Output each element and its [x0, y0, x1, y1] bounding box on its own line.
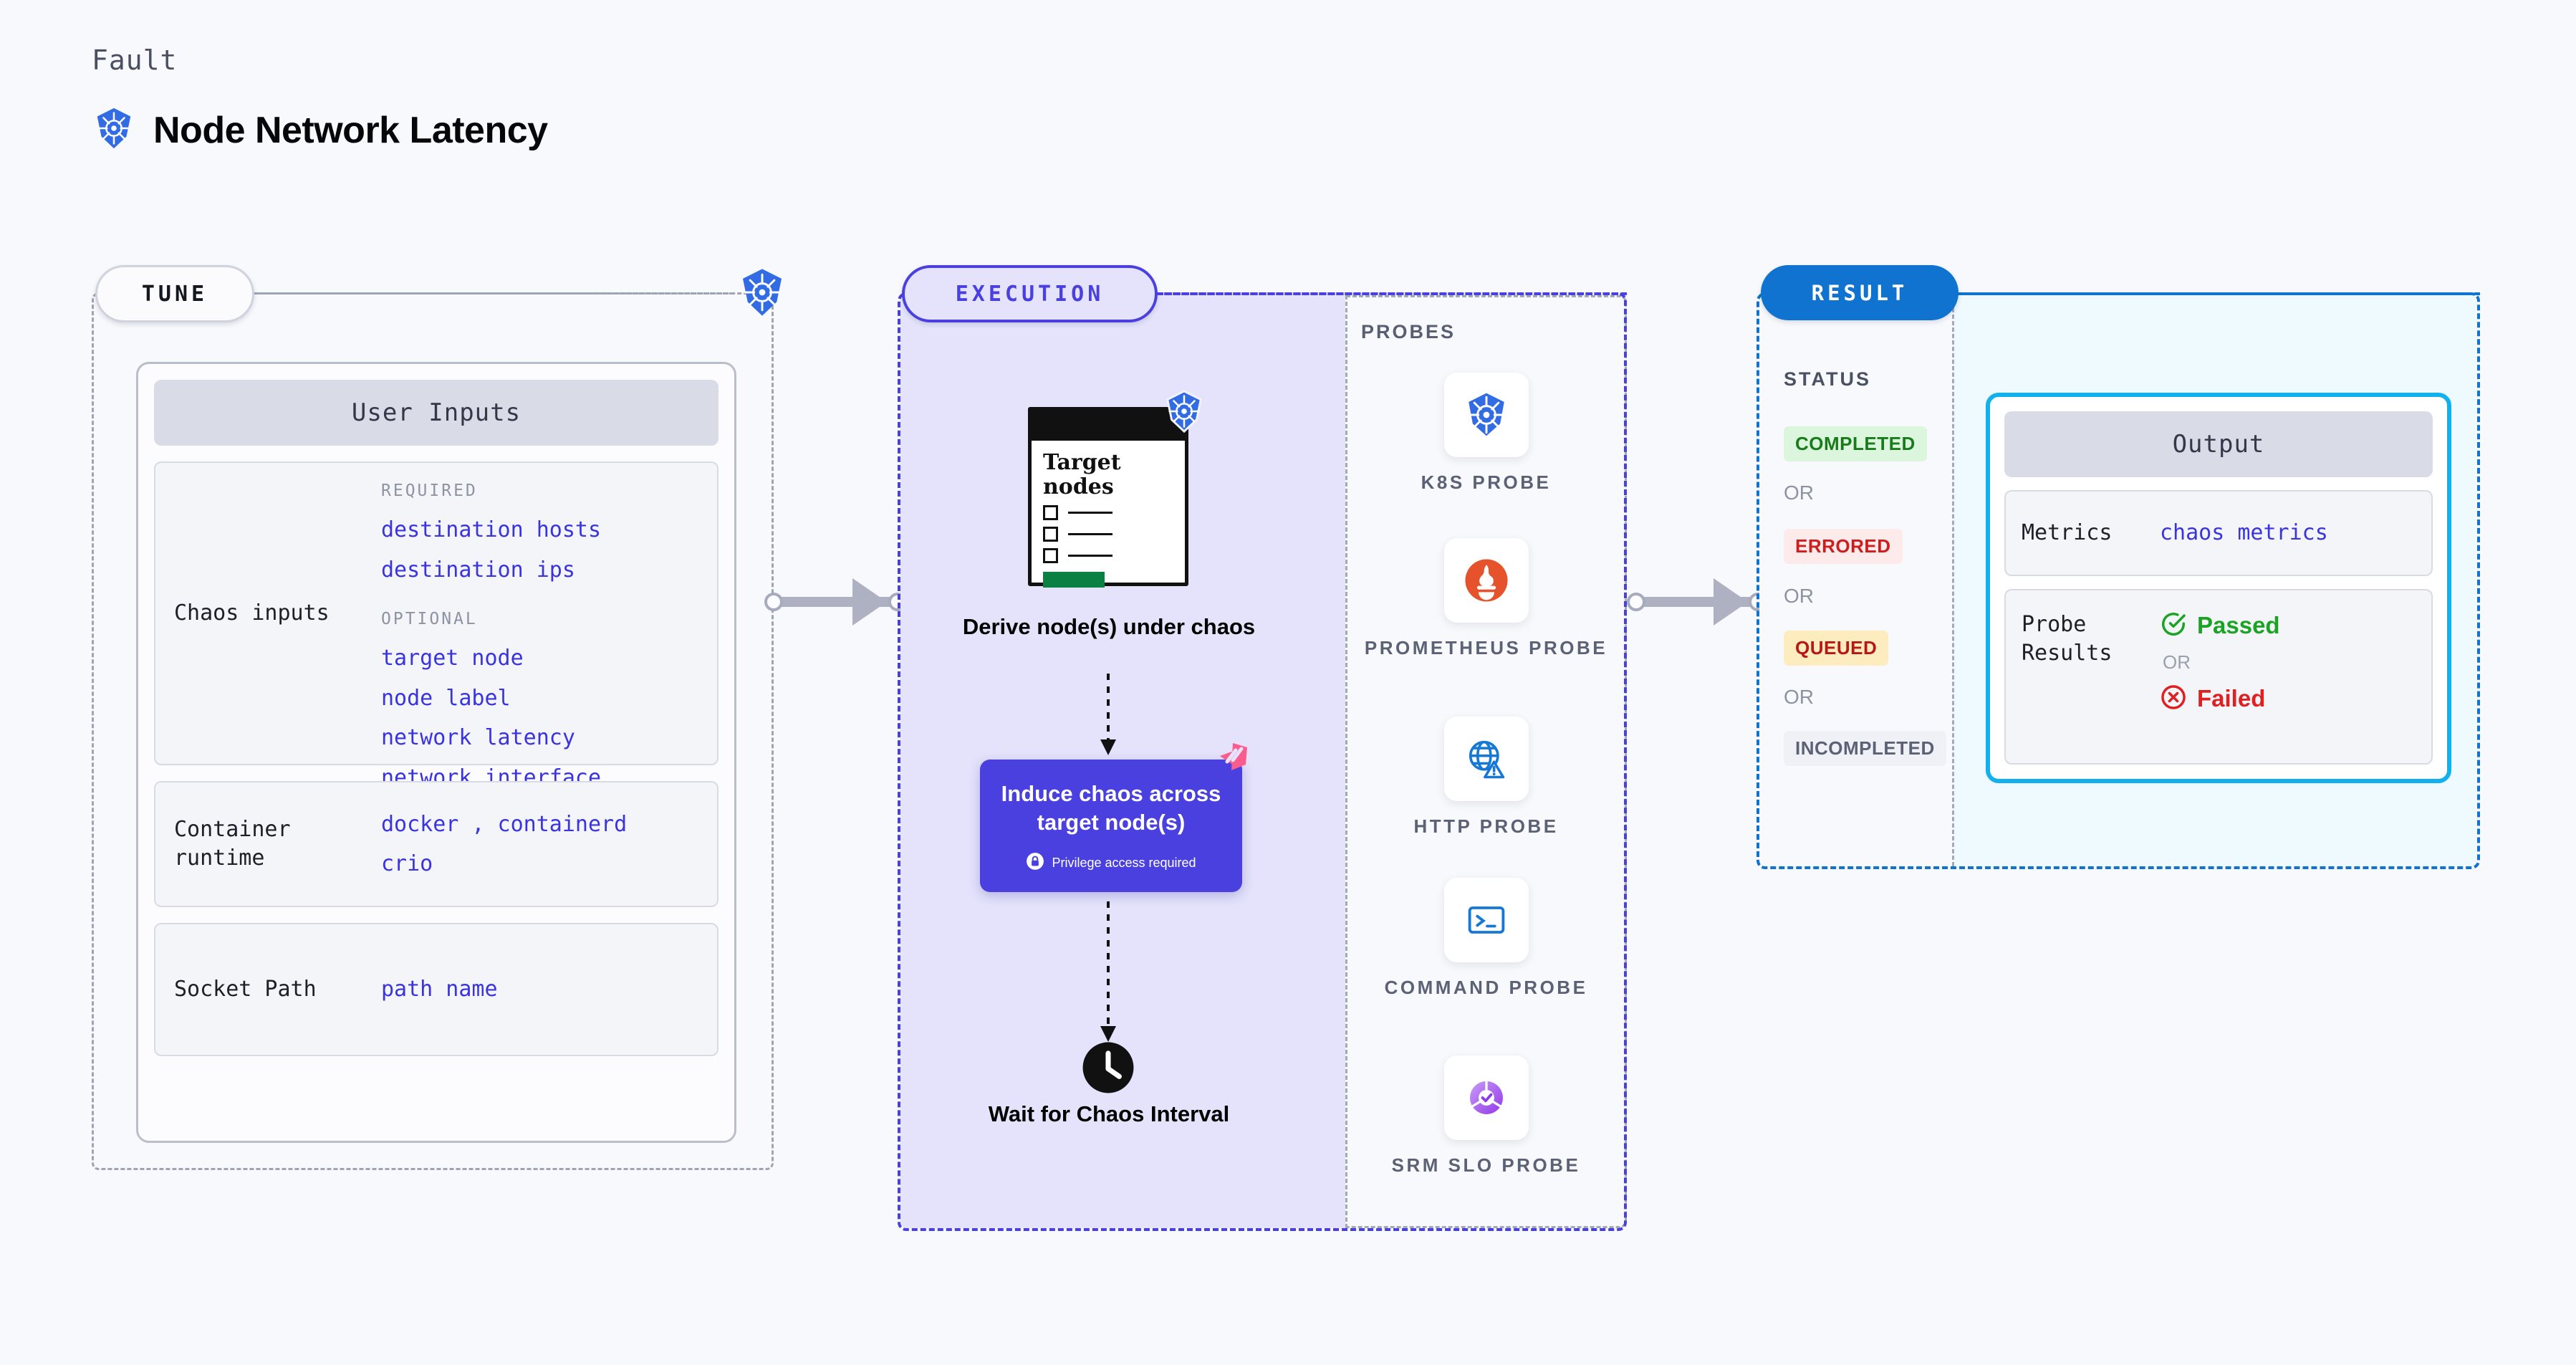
optional-group-title: OPTIONAL: [381, 610, 478, 628]
lock-icon: [1026, 852, 1044, 874]
card-titlebar: [1032, 411, 1185, 441]
line-placeholder: [1068, 512, 1112, 514]
socket-path-section: Socket Path path name: [154, 923, 719, 1056]
status-title: STATUS: [1784, 368, 1871, 390]
status-badge-completed: COMPLETED: [1784, 426, 1927, 461]
page-header: Fault Node Network Latency: [92, 44, 548, 154]
probe-label: K8S PROBE: [1421, 471, 1552, 493]
harness-logo-icon: [1211, 740, 1251, 784]
chaos-inputs-section: Chaos inputs REQUIRED destination hosts …: [154, 461, 719, 790]
target-nodes-card: Target nodes: [1028, 390, 1202, 588]
induce-chaos-caption: Induce chaos across target node(s): [1001, 781, 1221, 835]
metrics-value[interactable]: chaos metrics: [2160, 520, 2328, 545]
or-label: OR: [2163, 651, 2191, 673]
status-badge-queued: QUEUED: [1784, 631, 1889, 666]
output-card-title: Output: [2004, 411, 2433, 477]
checklist-item: [1043, 548, 1173, 564]
probe-result-failed: Failed: [2160, 684, 2280, 714]
probe-srm-slo[interactable]: SRM SLO PROBE: [1345, 1055, 1627, 1178]
x-circle-icon: [2160, 684, 2187, 714]
kubernetes-icon: [92, 106, 136, 154]
container-runtime-section: Container runtime docker , containerd cr…: [154, 781, 719, 907]
probes-title: PROBES: [1361, 321, 1456, 343]
page-title: Node Network Latency: [153, 109, 548, 151]
probe-http[interactable]: HTTP PROBE: [1345, 717, 1627, 839]
checklist-item: [1043, 527, 1173, 542]
eyebrow-label: Fault: [92, 44, 178, 76]
probe-label: SRM SLO PROBE: [1391, 1154, 1581, 1176]
result-header-dash: [1959, 292, 2480, 295]
checklist-item: [1043, 505, 1173, 521]
flow-arrow-down: [1100, 901, 1116, 1042]
container-runtime-label: Container runtime: [174, 816, 291, 871]
checkbox-icon: [1043, 548, 1058, 564]
status-badge-incompleted: INCOMPLETED: [1784, 731, 1946, 766]
derive-nodes-caption: Derive node(s) under chaos: [962, 614, 1256, 639]
probe-k8s[interactable]: K8S PROBE: [1345, 373, 1627, 495]
tune-pill[interactable]: TUNE: [95, 265, 254, 322]
probe-results-row: Probe Results Passed OR: [2004, 588, 2433, 765]
induce-chaos-step: Induce chaos across target node(s) Privi…: [980, 743, 1247, 892]
probe-label: HTTP PROBE: [1413, 815, 1559, 837]
line-placeholder: [1068, 533, 1112, 536]
progress-bar: [1043, 572, 1105, 588]
or-label: OR: [1784, 585, 1814, 607]
probe-command[interactable]: COMMAND PROBE: [1345, 878, 1627, 1000]
kubernetes-icon: [1162, 389, 1206, 437]
socket-path-label: Socket Path: [174, 976, 317, 1002]
probe-label: PROMETHEUS PROBE: [1364, 637, 1608, 658]
clock-icon: [1082, 1041, 1135, 1098]
tune-header-dash: [256, 292, 734, 294]
flow-arrow-down: [1100, 674, 1116, 755]
status-badge-errored: ERRORED: [1784, 529, 1903, 564]
terminal-icon: [1443, 878, 1529, 962]
check-circle-icon: [2160, 610, 2187, 641]
runtime-crio[interactable]: crio: [381, 851, 433, 876]
privilege-note-text: Privilege access required: [1052, 856, 1196, 871]
result-pill[interactable]: RESULT: [1761, 265, 1959, 320]
probe-label: COMMAND PROBE: [1384, 977, 1588, 998]
failed-label: Failed: [2197, 685, 2266, 712]
input-destination-hosts[interactable]: destination hosts: [381, 517, 602, 542]
user-inputs-title: User Inputs: [154, 380, 719, 446]
input-node-label[interactable]: node label: [381, 685, 511, 711]
target-nodes-card-title: Target nodes: [1043, 450, 1121, 499]
passed-label: Passed: [2197, 612, 2280, 638]
probe-prometheus[interactable]: PROMETHEUS PROBE: [1345, 538, 1627, 661]
execution-header-dash: [1158, 292, 1627, 295]
chaos-inputs-label: Chaos inputs: [174, 600, 330, 626]
globe-warning-icon: [1443, 717, 1529, 801]
checkbox-icon: [1043, 527, 1058, 542]
execution-pill[interactable]: EXECUTION: [902, 265, 1158, 322]
slo-donut-check-icon: [1443, 1055, 1529, 1140]
line-placeholder: [1068, 555, 1112, 557]
user-inputs-card: User Inputs Chaos inputs REQUIRED destin…: [136, 362, 736, 1143]
input-target-node[interactable]: target node: [381, 646, 524, 671]
or-label: OR: [1784, 686, 1814, 708]
socket-path-value[interactable]: path name: [381, 977, 498, 1002]
output-card: Output Metrics chaos metrics Probe Resul…: [1986, 393, 2451, 783]
or-label: OR: [1784, 482, 1814, 504]
input-network-latency[interactable]: network latency: [381, 725, 575, 750]
runtime-docker-containerd[interactable]: docker , containerd: [381, 811, 628, 837]
kubernetes-icon: [1443, 373, 1529, 457]
status-column: [1759, 295, 1954, 866]
title-row: Node Network Latency: [92, 106, 548, 154]
prometheus-icon: [1443, 538, 1529, 623]
probe-result-passed: Passed: [2160, 610, 2280, 641]
metrics-label: Metrics: [2022, 520, 2113, 546]
metrics-row: Metrics chaos metrics: [2004, 490, 2433, 576]
kubernetes-icon: [736, 267, 788, 322]
required-group-title: REQUIRED: [381, 482, 478, 500]
checkbox-icon: [1043, 505, 1058, 521]
probe-results-label: Probe Results: [2022, 611, 2113, 666]
privilege-note: Privilege access required: [980, 852, 1242, 874]
wait-interval-caption: Wait for Chaos Interval: [988, 1101, 1230, 1126]
input-destination-ips[interactable]: destination ips: [381, 557, 575, 583]
